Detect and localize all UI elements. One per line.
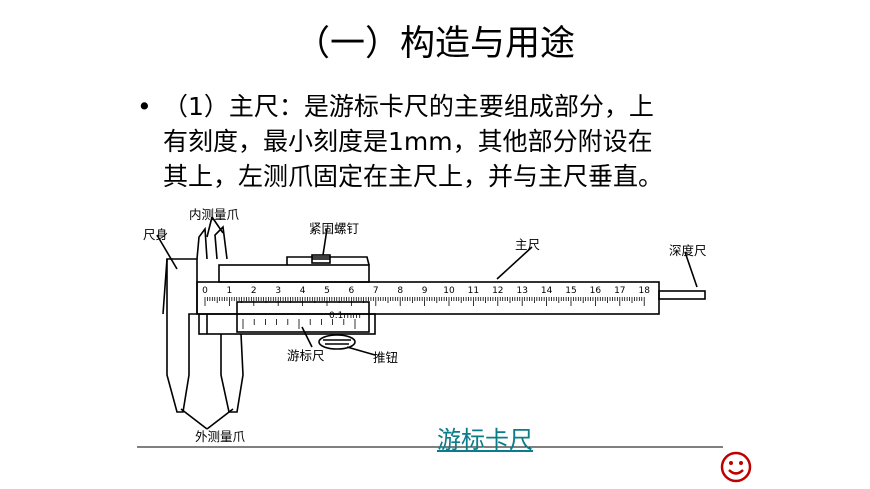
label-inner-jaws: 内测量爪 xyxy=(189,207,240,222)
main-scale-number: 12 xyxy=(492,286,503,296)
bullet-line-3: 其上，左测爪固定在主尺上，并与主尺垂直。 xyxy=(163,162,664,191)
inner-jaw-fixed xyxy=(196,226,208,260)
label-vernier-reading: 0.1mm xyxy=(329,311,361,321)
bullet-text: （1）主尺：是游标卡尺的主要组成部分，上 有刻度，最小刻度是1mm，其他部分附设… xyxy=(163,89,753,194)
main-scale-number: 11 xyxy=(468,286,479,296)
label-vernier: 游标尺 xyxy=(287,348,325,363)
main-scale-number: 15 xyxy=(565,286,576,296)
main-scale-number: 8 xyxy=(397,286,403,296)
slide-title: （一）构造与用途 xyxy=(294,24,575,64)
main-scale-number: 13 xyxy=(516,286,527,296)
main-scale-number: 9 xyxy=(422,286,428,296)
main-scale-number: 2 xyxy=(251,286,257,296)
main-scale-number: 1 xyxy=(227,286,233,296)
label-outer-jaws: 外测量爪 xyxy=(195,429,246,444)
main-scale-number: 6 xyxy=(349,286,355,296)
bullet-line-2: 有刻度，最小刻度是1mm，其他部分附设在 xyxy=(163,127,653,156)
vernier-caliper-link[interactable]: 游标卡尺 xyxy=(437,426,533,454)
main-scale-ticks xyxy=(204,297,645,306)
label-depth-rod: 深度尺 xyxy=(669,243,707,258)
fixed-body xyxy=(166,258,198,413)
main-scale-number: 4 xyxy=(300,286,306,296)
bullet-line-1: （1）主尺：是游标卡尺的主要组成部分，上 xyxy=(163,92,654,121)
main-scale-number: 7 xyxy=(373,286,379,296)
thumb-knob xyxy=(318,334,356,350)
main-scale-number: 18 xyxy=(638,286,650,296)
slider-top xyxy=(218,264,370,283)
main-scale-number: 3 xyxy=(275,286,281,296)
main-scale-number: 14 xyxy=(541,286,553,296)
main-scale-number: 5 xyxy=(324,286,330,296)
main-scale-number: 16 xyxy=(590,286,602,296)
bullet-marker: • xyxy=(137,92,152,121)
main-scale-number: 17 xyxy=(614,286,625,296)
vernier-scale-ticks xyxy=(242,319,356,329)
smiley-face-icon[interactable] xyxy=(719,450,753,484)
label-thumb-knob: 推钮 xyxy=(373,350,398,365)
outer-jaw-movable xyxy=(220,333,244,413)
main-scale-number: 0 xyxy=(202,286,208,296)
depth-rod xyxy=(658,290,706,300)
main-scale-number: 10 xyxy=(443,286,455,296)
label-locking-screw: 紧固螺钉 xyxy=(309,221,360,236)
inner-jaw-movable xyxy=(214,225,228,260)
label-ruler-body: 尺身 xyxy=(143,227,168,242)
label-main-scale: 主尺 xyxy=(515,237,540,252)
